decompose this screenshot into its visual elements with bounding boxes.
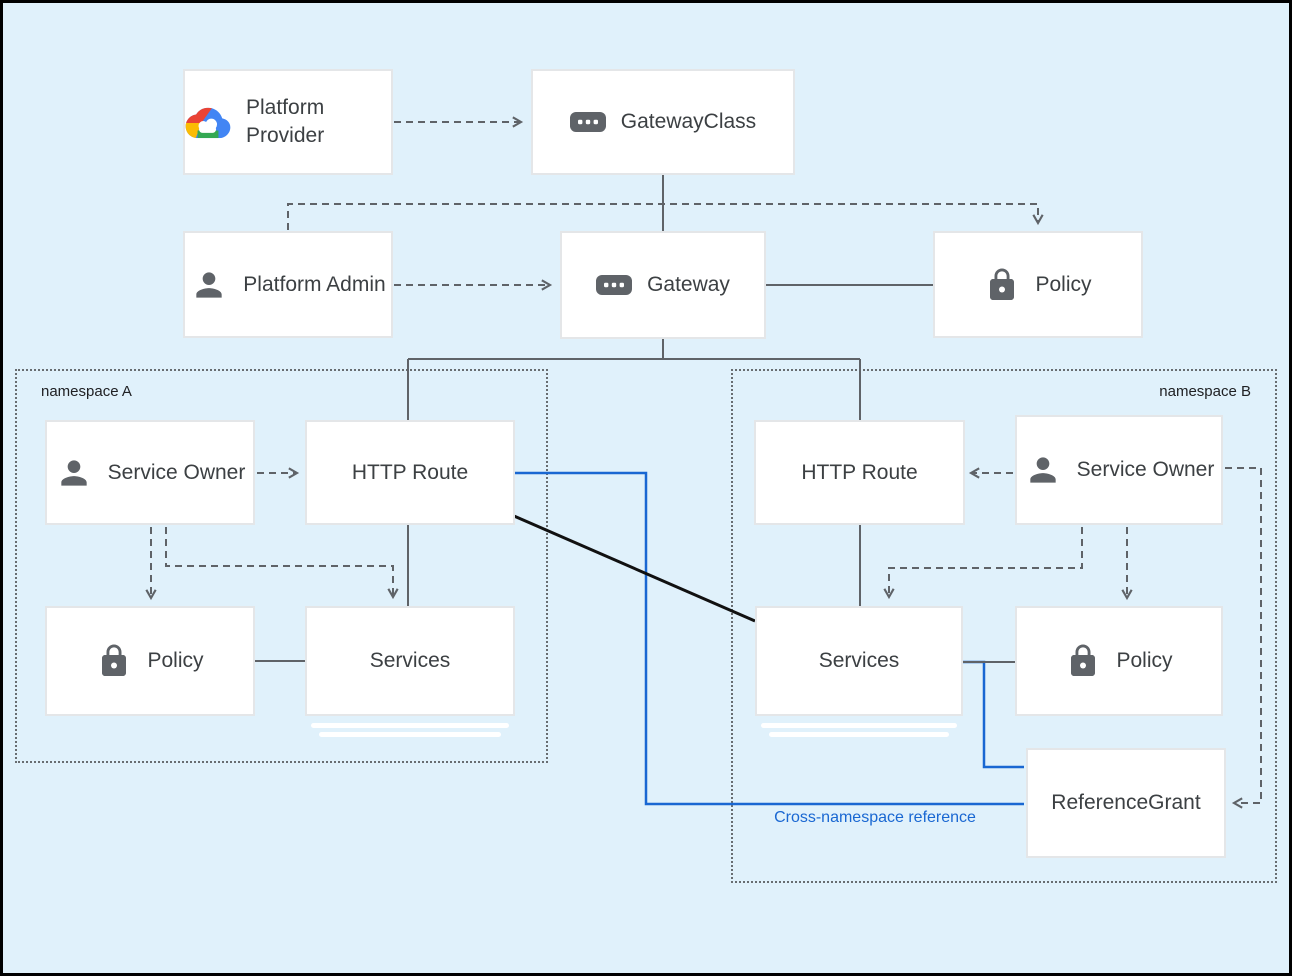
node-label: Policy — [147, 649, 204, 673]
node-label: Services — [369, 649, 451, 673]
node-gateway: Gateway — [560, 231, 766, 339]
resource-chip-icon — [569, 112, 606, 132]
node-policy-a: Policy — [45, 606, 255, 716]
edge-owner-a-to-services-a — [165, 527, 399, 600]
services-a-stack-line — [319, 732, 501, 737]
namespace-a-label: namespace A — [41, 383, 132, 400]
node-httproute-a: HTTP Route — [305, 420, 515, 525]
lock-icon — [1065, 643, 1101, 679]
cross-namespace-reference-label: Cross-namespace reference — [774, 809, 976, 826]
namespace-b-boundary: namespace B — [731, 369, 1277, 883]
node-policy-b: Policy — [1015, 606, 1223, 716]
node-label: Policy — [1116, 649, 1173, 673]
lock-icon — [96, 643, 132, 679]
node-platform-provider: Platform Provider — [183, 69, 393, 175]
google-cloud-logo-icon — [185, 103, 231, 141]
person-icon — [190, 266, 228, 304]
node-platform-admin: Platform Admin — [183, 231, 393, 338]
resource-chip-icon — [596, 275, 633, 295]
node-label: Platform Admin — [243, 272, 386, 296]
services-b-stack-line — [769, 732, 949, 737]
person-icon — [1024, 451, 1062, 489]
edge-gateway-to-httproutes — [407, 338, 861, 420]
node-policy-admin: Policy — [933, 231, 1143, 338]
edge-httproute-a-to-services-b — [513, 514, 756, 623]
node-gatewayclass: GatewayClass — [531, 69, 795, 175]
person-icon — [55, 454, 93, 492]
edge-owner-b-to-referencegrant — [1225, 467, 1262, 809]
namespace-a-boundary: namespace A — [15, 369, 548, 763]
node-label: ReferenceGrant — [1051, 791, 1201, 815]
node-label: Gateway — [647, 273, 730, 297]
edge-admin-to-policy — [287, 203, 1044, 230]
node-label: Policy — [1035, 272, 1092, 296]
node-httproute-b: HTTP Route — [754, 420, 965, 525]
lock-icon — [984, 267, 1020, 303]
node-label: HTTP Route — [801, 460, 918, 484]
node-label: Service Owner — [1076, 458, 1215, 482]
connector-layer — [145, 116, 1262, 809]
node-label: Services — [818, 649, 900, 673]
edge-httproute-a-to-referencegrant — [514, 471, 1024, 806]
services-b-stack-line — [761, 723, 957, 728]
node-label: HTTP Route — [351, 460, 469, 484]
node-label: Platform Provider — [246, 96, 325, 147]
node-label: Service Owner — [107, 460, 246, 484]
edge-owner-b-to-services-b — [883, 527, 1083, 600]
node-services-b: Services — [755, 606, 963, 716]
node-service-owner-a: Service Owner — [45, 420, 255, 525]
node-label: GatewayClass — [620, 110, 757, 134]
node-referencegrant: ReferenceGrant — [1026, 748, 1226, 858]
services-a-stack-line — [311, 723, 509, 728]
node-service-owner-b: Service Owner — [1015, 415, 1223, 525]
node-services-a: Services — [305, 606, 515, 716]
namespace-b-label: namespace B — [1159, 383, 1251, 400]
